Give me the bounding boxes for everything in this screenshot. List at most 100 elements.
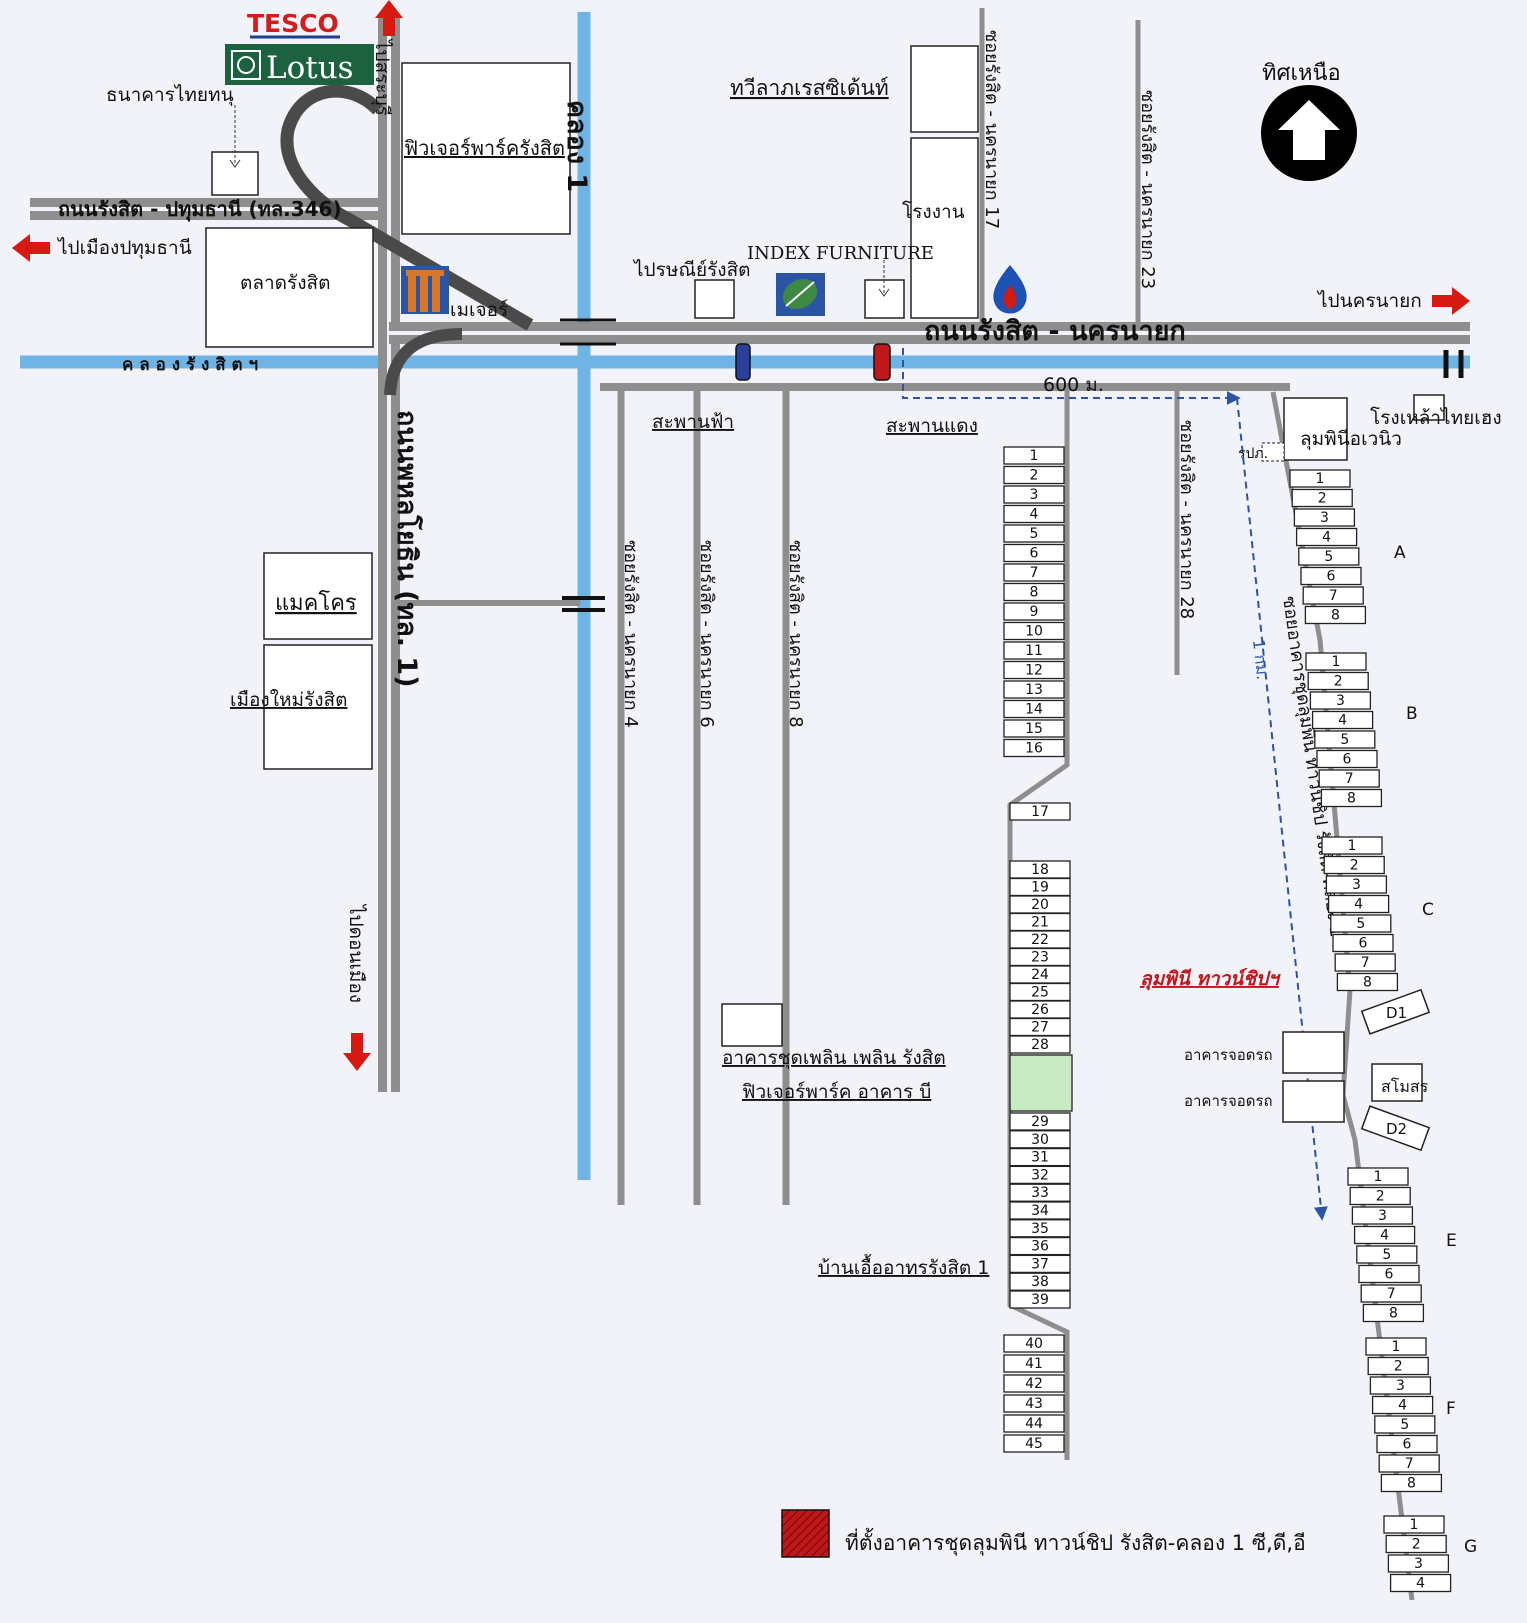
interchange-loop	[280, 84, 534, 331]
block-b-unit-3: 3	[1309, 691, 1372, 710]
block-e-unit-3: 3	[1351, 1206, 1414, 1225]
baan-unit-22: 22	[1009, 930, 1071, 949]
block-a-unit-3-label: 3	[1320, 510, 1329, 526]
block-f-unit-3: 3	[1369, 1376, 1432, 1395]
thai-heng-label: โรงเหล้าไทยเฮง	[1370, 406, 1502, 429]
baan-unit-20-label: 20	[1031, 897, 1049, 913]
baan-unit-14-label: 14	[1025, 702, 1043, 718]
d2-label: D2	[1386, 1120, 1407, 1138]
lumpini-avenue-box	[1283, 397, 1348, 461]
future-park-box	[401, 62, 571, 235]
block-b-unit-2-label: 2	[1334, 674, 1343, 690]
block-g-unit-3: 3	[1387, 1554, 1450, 1573]
baan-unit-21: 21	[1009, 912, 1071, 932]
parking-box-1	[1282, 1031, 1345, 1074]
future-park-label: ฟิวเจอร์พาร์ครังสิต	[404, 136, 565, 160]
makro-bridge-marker	[562, 596, 605, 612]
block-f-unit-1-label: 1	[1392, 1339, 1401, 1355]
pool-label: สโมสร	[1381, 1077, 1429, 1096]
to-nakhonnayok-arrow-icon	[1432, 287, 1470, 315]
muang-mai-label: เมืองใหม่รังสิต	[230, 689, 347, 711]
major-logo-icon	[401, 266, 449, 314]
baan-unit-32: 32	[1009, 1165, 1071, 1185]
legend-label: ที่ตั้งอาคารชุดลุมพินี ทาวน์ชิป รังสิต-ค…	[845, 1528, 1306, 1556]
baan-unit-29-label: 29	[1031, 1114, 1049, 1130]
parking-label-1: อาคารจอดรถ	[1184, 1046, 1273, 1064]
khlong-rangsit-label: ค ล อ ง รั ง สิ ต ฯ	[122, 355, 258, 375]
block-f-unit-5: 5	[1374, 1415, 1436, 1434]
block-c-unit-5-label: 5	[1356, 916, 1365, 932]
baan-unit-25: 25	[1009, 982, 1071, 1002]
baan-unit-35: 35	[1009, 1219, 1071, 1238]
block-a-unit-8: 8	[1304, 605, 1367, 625]
baan-unit-25-label: 25	[1031, 985, 1049, 1001]
baan-unit-45-label: 45	[1025, 1436, 1043, 1452]
baan-unit-12-label: 12	[1025, 663, 1043, 679]
baan-unit-21-label: 21	[1031, 915, 1049, 931]
makro-label: แมคโคร	[275, 590, 357, 616]
baan-unit-23-label: 23	[1031, 950, 1049, 966]
block-a-unit-6-label: 6	[1327, 569, 1336, 585]
block-f-unit-7: 7	[1378, 1454, 1440, 1473]
d1-building	[1360, 988, 1431, 1035]
baan-unit-29: 29	[1009, 1112, 1071, 1131]
baan-unit-38-label: 38	[1031, 1274, 1049, 1290]
parking-box-2	[1282, 1080, 1345, 1123]
block-b-unit-7: 7	[1318, 769, 1380, 788]
baan-unit-3-label: 3	[1030, 487, 1039, 503]
baan-unit-6: 6	[1003, 543, 1065, 563]
block-b-label: B	[1406, 704, 1418, 724]
block-a-unit-5: 5	[1298, 547, 1360, 566]
block-a-unit-8-label: 8	[1331, 608, 1340, 624]
plearn-label-2: ฟิวเจอร์พาร์ค อาคาร บี	[742, 1081, 931, 1103]
baan-unit-31-label: 31	[1031, 1150, 1049, 1166]
block-e-unit-3-label: 3	[1378, 1208, 1387, 1224]
baan-unit-18: 18	[1009, 860, 1071, 879]
block-f-unit-6: 6	[1376, 1434, 1438, 1454]
lotus-logo-icon	[231, 50, 261, 80]
block-a-unit-3: 3	[1293, 508, 1356, 527]
baan-unit-7: 7	[1003, 563, 1065, 582]
block-e-unit-2: 2	[1349, 1186, 1411, 1206]
baan-unit-8-label: 8	[1030, 585, 1039, 601]
block-a-unit-6: 6	[1300, 566, 1362, 586]
block-c-unit-8-label: 8	[1363, 975, 1372, 991]
block-g-unit-2-label: 2	[1412, 1537, 1421, 1553]
block-e-unit-1-label: 1	[1374, 1169, 1383, 1185]
block-c-unit-3-label: 3	[1352, 877, 1361, 893]
block-a-unit-5-label: 5	[1324, 549, 1333, 565]
baan-unit-40-label: 40	[1025, 1336, 1043, 1352]
baan-unit-33: 33	[1009, 1183, 1071, 1202]
baan-unit-2: 2	[1003, 465, 1065, 485]
leaf-logo-icon	[776, 273, 825, 316]
rangsit-nakhonnayok-label: ถนนรังสิต - นครนายก	[924, 316, 1186, 347]
baan-unit-9: 9	[1003, 602, 1065, 621]
baan-unit-15: 15	[1003, 719, 1065, 738]
block-e-unit-8: 8	[1362, 1303, 1425, 1323]
block-g-unit-4-label: 4	[1416, 1576, 1425, 1592]
block-e-label: E	[1446, 1231, 1457, 1251]
red-bridge-marker	[873, 343, 891, 381]
baan-unit-1-label: 1	[1030, 448, 1039, 464]
pool-box	[1371, 1063, 1423, 1102]
baan-unit-4-label: 4	[1030, 507, 1039, 523]
block-f-unit-3-label: 3	[1396, 1378, 1405, 1394]
block-c-unit-4-label: 4	[1354, 897, 1363, 913]
baan-unit-30-label: 30	[1031, 1132, 1049, 1148]
block-a-unit-1: 1	[1289, 469, 1351, 488]
block-b-unit-8: 8	[1320, 788, 1383, 808]
block-e-unit-6-label: 6	[1385, 1267, 1394, 1283]
talad-rangsit-label: ตลาดรังสิต	[240, 272, 330, 294]
baan-unit-28: 28	[1009, 1035, 1071, 1054]
block-b-unit-7-label: 7	[1345, 771, 1354, 787]
block-c-unit-6-label: 6	[1359, 936, 1368, 952]
baan-unit-41-label: 41	[1025, 1356, 1043, 1372]
baan-unit-17-label: 17	[1031, 804, 1049, 820]
baan-unit-2-label: 2	[1030, 468, 1039, 484]
block-c-unit-7-label: 7	[1361, 955, 1370, 971]
baan-unit-32-label: 32	[1031, 1167, 1049, 1183]
green-plot	[1009, 1054, 1073, 1112]
baan-unit-45: 45	[1003, 1434, 1065, 1453]
muang-mai-box	[263, 644, 373, 770]
